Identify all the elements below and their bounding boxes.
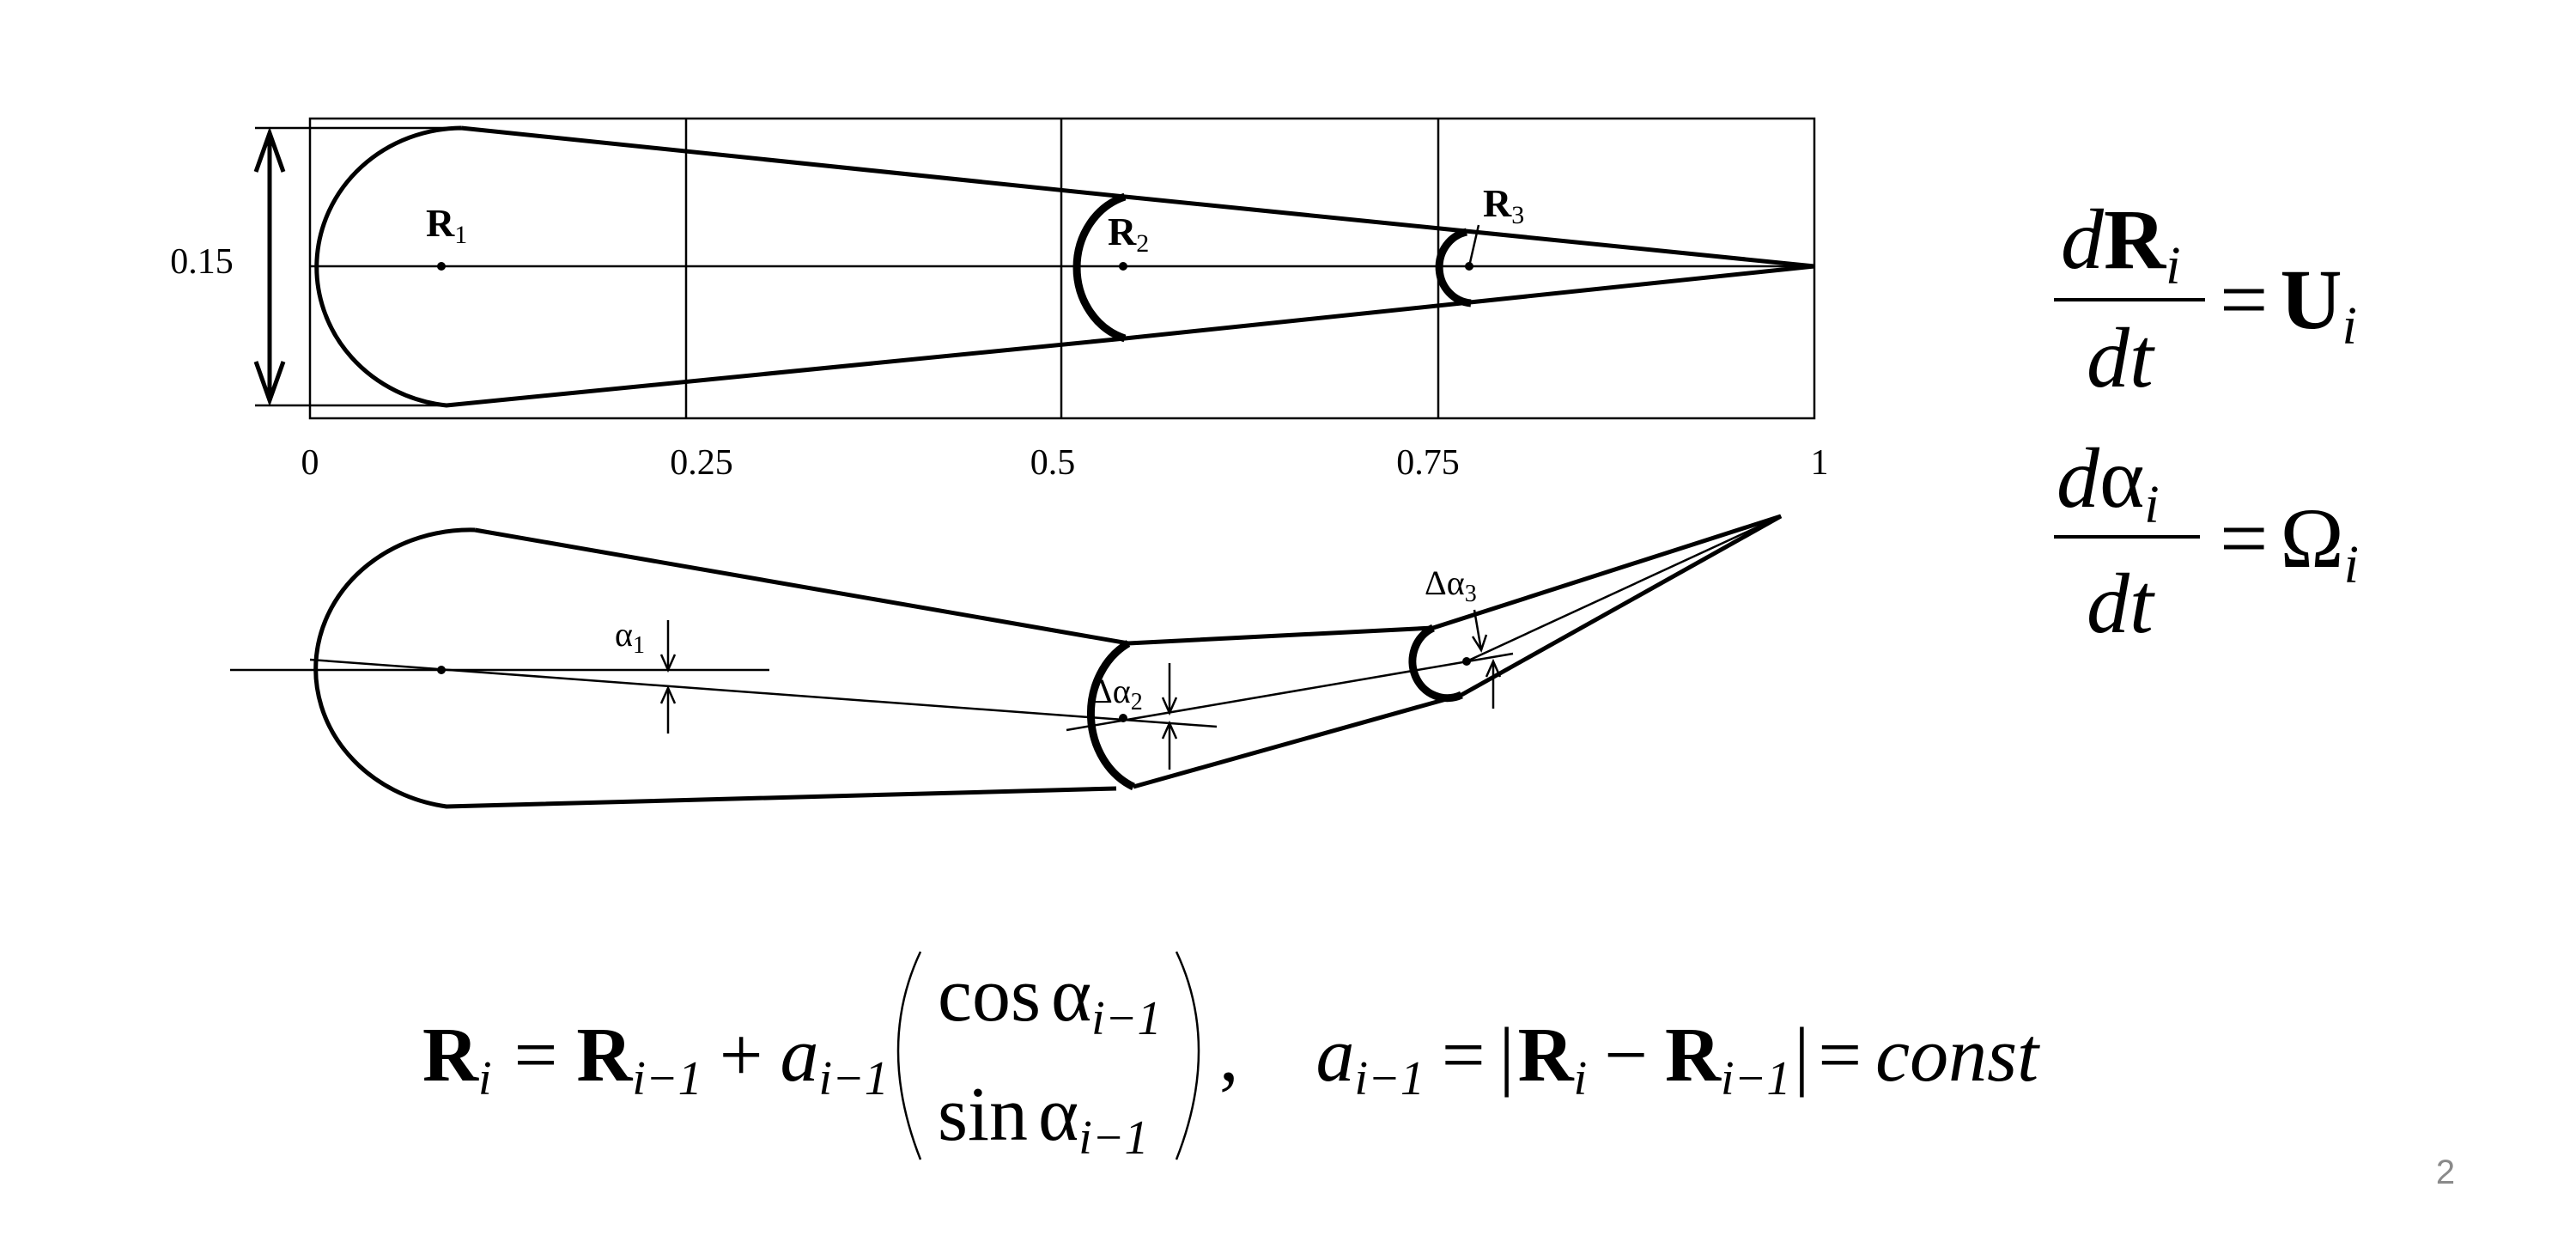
joint-2 <box>1119 714 1127 722</box>
r3-leader <box>1467 224 1480 267</box>
dimension-arrow <box>253 126 286 407</box>
alpha1-label: α1 <box>615 615 645 659</box>
left-paren <box>896 951 922 1160</box>
alpha1-arrows <box>659 620 677 734</box>
eq1-numerator: dRi <box>2061 192 2180 295</box>
eq3-left: Ri=Ri−1+ai−1 <box>422 1013 889 1105</box>
delta-alpha2-label: Δα2 <box>1091 672 1143 715</box>
right-paren <box>1175 951 1200 1160</box>
bent-body-outline <box>313 514 1783 809</box>
label-r1: R1 <box>426 201 467 249</box>
equation-angle-derivative: dαi dt =Ωi <box>2054 430 2359 651</box>
top-diagram: 0.15 R1 R2 R3 0 0.25 0.5 0.75 1 <box>170 117 1829 483</box>
axis-segment-3 <box>1466 514 1782 663</box>
bent-arc-2 <box>1086 640 1135 791</box>
height-label: 0.15 <box>170 242 234 282</box>
x-tick-0: 0 <box>301 443 319 483</box>
eq1-rhs: =Ui <box>2220 252 2357 356</box>
joint-3 <box>1462 657 1471 666</box>
delta-alpha3-arrows <box>1471 609 1502 709</box>
eq2-denominator: dt <box>2087 556 2155 651</box>
axis-segment-2 <box>1066 652 1514 732</box>
eq2-rhs: =Ωi <box>2220 490 2359 594</box>
page-number: 2 <box>2436 1154 2455 1191</box>
x-tick-1: 1 <box>1811 443 1829 483</box>
eq3-right: ,ai−1=|Ri−Ri−1|=const <box>1219 1013 2040 1105</box>
x-tick-05: 0.5 <box>1030 443 1076 483</box>
label-r2: R2 <box>1108 210 1149 258</box>
segment-arc-3 <box>1435 228 1472 307</box>
bent-arc-3 <box>1408 624 1463 703</box>
eq2-numerator: dαi <box>2057 430 2160 534</box>
bottom-diagram: α1 Δα2 Δα3 <box>230 514 1783 809</box>
axis-segment-1 <box>309 658 1218 728</box>
delta-alpha3-label: Δα3 <box>1425 563 1477 607</box>
eq1-denominator: dt <box>2087 310 2155 405</box>
equation-position-derivative: dRi dt =Ui <box>2054 192 2357 405</box>
x-tick-075: 0.75 <box>1396 443 1460 483</box>
segment-arc-2 <box>1072 192 1127 343</box>
point-r2 <box>1119 262 1127 271</box>
joint-1 <box>437 666 446 674</box>
x-tick-025: 0.25 <box>670 443 733 483</box>
delta-alpha2-arrows <box>1161 663 1178 770</box>
label-r3: R3 <box>1483 181 1524 229</box>
point-r1 <box>437 262 446 271</box>
